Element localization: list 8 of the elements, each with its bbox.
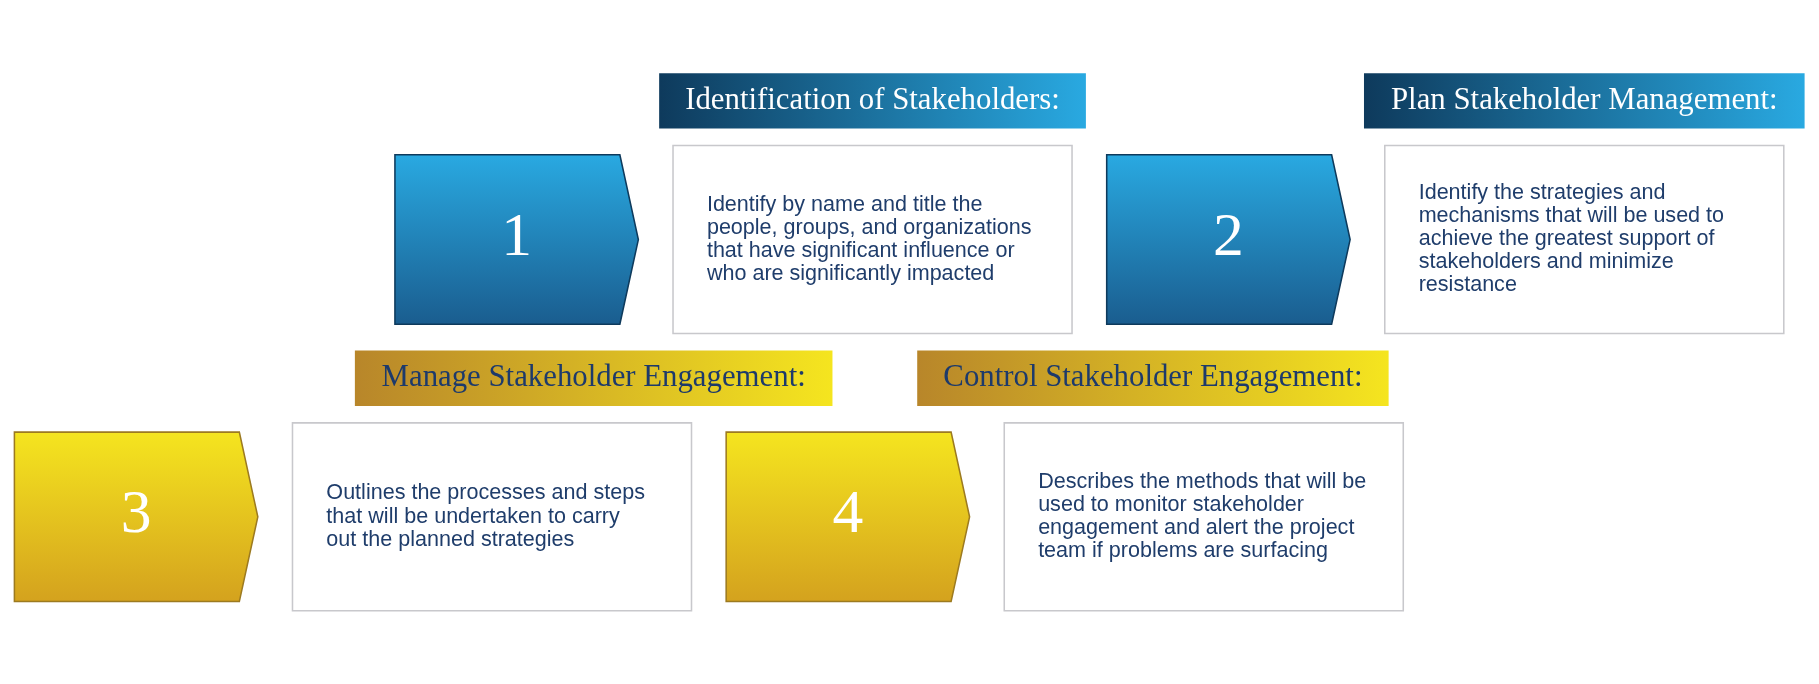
- node-box: Identification of Stakeholders:: [659, 73, 1086, 129]
- node-box: Outlines the processes and steps that will be undertaken to carry out the planned strategies: [291, 422, 693, 612]
- node-box: Control Stakeholder Engagement:: [917, 350, 1389, 406]
- node-box: Identify the strategies and mechanisms that will be used to achieve the greatest support of stakeholders and minimize resistance: [1384, 144, 1785, 335]
- node-box: Identify by name and title the people, groups, and organizations that have significant influence or who are significantly impacted: [672, 144, 1073, 335]
- node-box: Describes the methods that will be used to monitor stakeholder engagement and alert the project team if problems are surfacing: [1003, 422, 1405, 612]
- node-box: Manage Stakeholder Engagement:: [354, 350, 833, 406]
- node-box: Plan Stakeholder Management:: [1364, 73, 1805, 129]
